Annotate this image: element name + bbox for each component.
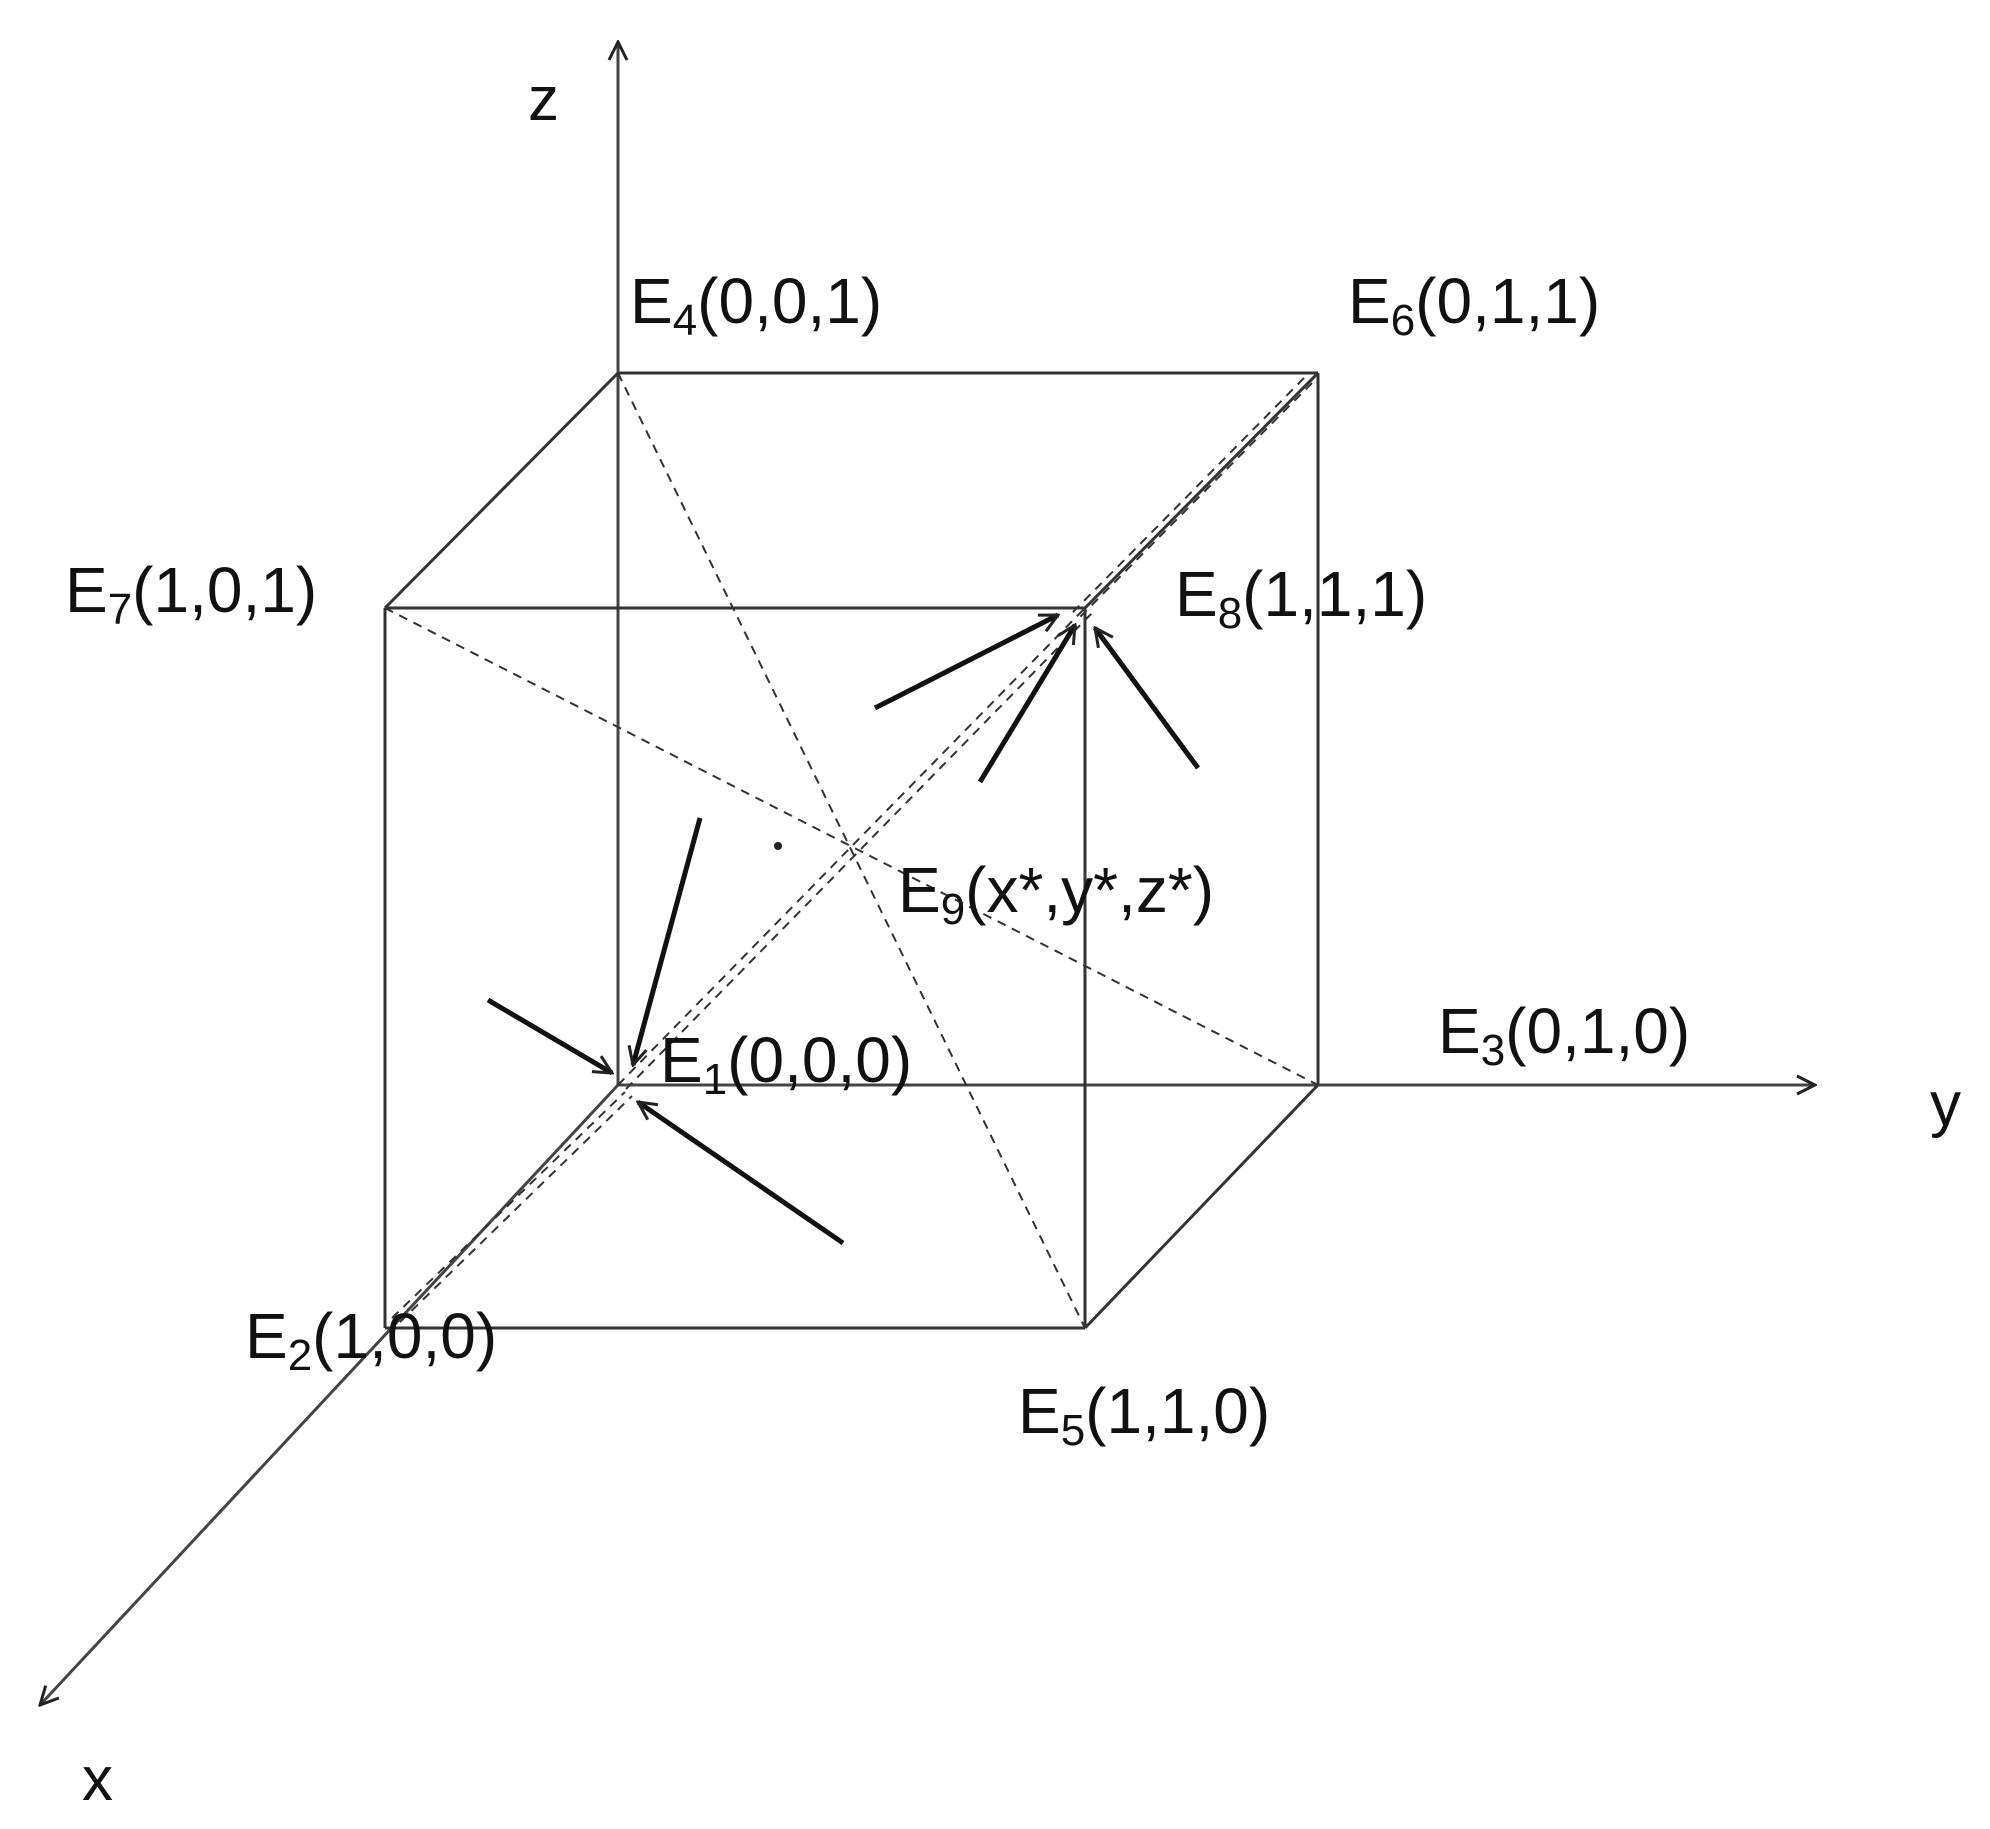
arrow-to-e1-1 bbox=[633, 817, 703, 1065]
arrow-to-e8-2 bbox=[977, 625, 1078, 784]
dashed-lines bbox=[384, 372, 1319, 1329]
edge-e4-e7 bbox=[383, 371, 620, 610]
edge-e3-e5 bbox=[1083, 1083, 1320, 1330]
x-axis bbox=[40, 1083, 620, 1705]
arrow-to-e1-2 bbox=[486, 997, 612, 1076]
double-dash-e2-e1-b bbox=[399, 1095, 633, 1323]
double-dash-e6-e8-a bbox=[1078, 382, 1313, 619]
double-dash-e2-e1-a bbox=[391, 1091, 626, 1319]
vertex-label-e3: E3(0,1,0) bbox=[1438, 995, 1690, 1075]
vertex-label-e6: E6(0,1,1) bbox=[1348, 265, 1600, 345]
double-dash-e6-e8-b bbox=[1071, 377, 1305, 614]
vertex-label-e4: E4(0,0,1) bbox=[630, 265, 882, 345]
y-axis-label: y bbox=[1930, 1070, 1961, 1139]
vertex-label-e8: E8(1,1,1) bbox=[1175, 558, 1427, 638]
diagonal-e7-e3 bbox=[384, 607, 1319, 1086]
z-axis-label: z bbox=[528, 65, 559, 134]
vertex-label-e5: E5(1,1,0) bbox=[1018, 1375, 1270, 1455]
vertex-label-e1: E1(0,0,0) bbox=[660, 1024, 912, 1104]
cube-edges bbox=[383, 371, 1320, 1330]
diagonal-e1-e8-a bbox=[617, 607, 1086, 1086]
diagonal-e4-e5 bbox=[617, 372, 1086, 1329]
arrow-to-e8-3 bbox=[1092, 628, 1201, 770]
edge-e6-e8 bbox=[1083, 371, 1320, 610]
trajectory-arrows bbox=[486, 612, 1201, 1246]
arrow-to-e1-3 bbox=[638, 1099, 845, 1246]
x-axis-label: x bbox=[82, 1745, 113, 1814]
interior-point-e9 bbox=[774, 842, 782, 850]
vertex-label-e9: E9(x*,y*,z*) bbox=[898, 854, 1214, 934]
vertex-label-e7: E7(1,0,1) bbox=[65, 554, 317, 634]
axes bbox=[40, 42, 1815, 1705]
vertex-label-e2: E2(1,0,0) bbox=[245, 1300, 497, 1380]
arrow-to-e8-1 bbox=[873, 612, 1058, 711]
